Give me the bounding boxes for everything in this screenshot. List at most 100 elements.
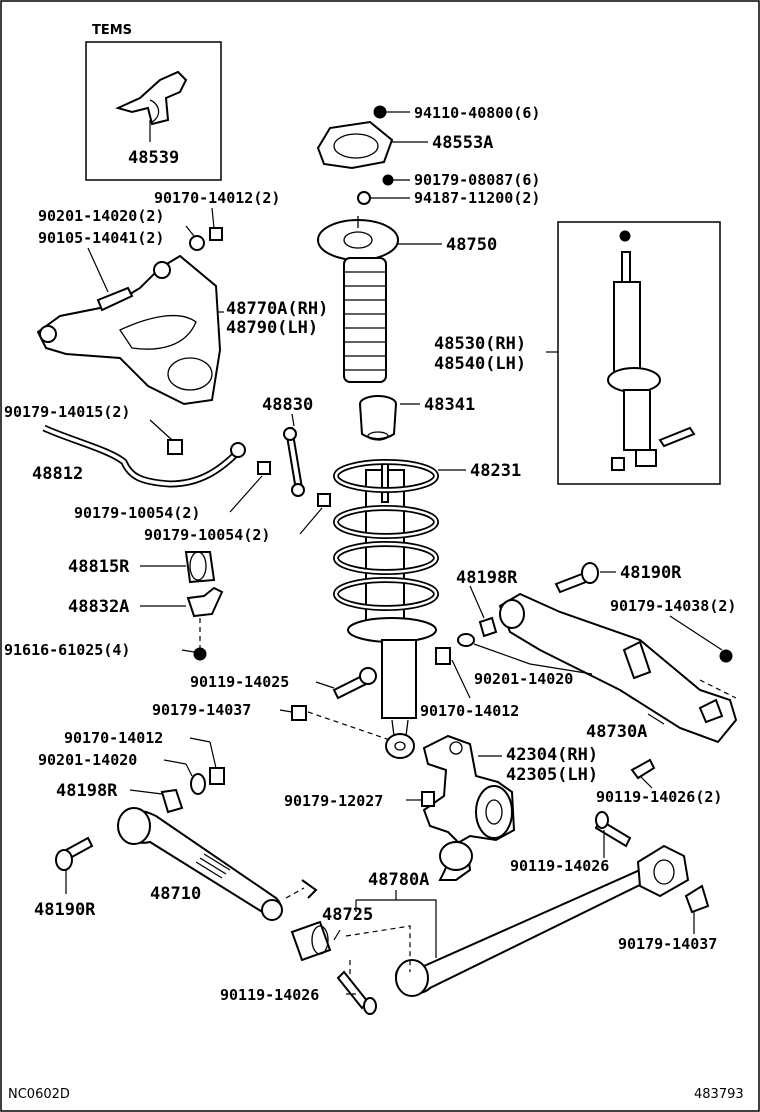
label-42305: 42305(LH) — [506, 765, 598, 785]
label-48190R-a: 48190R — [620, 563, 682, 583]
bushing-48725 — [290, 920, 332, 962]
label-42304: 42304(RH) — [506, 745, 598, 765]
left-bushings: 48815R 48832A 91616-61025(4) — [4, 551, 224, 661]
washer-90201-b — [457, 633, 475, 647]
upper-arm-assembly: 90170-14012(2) 90201-14020(2) 90105-1404… — [36, 189, 328, 406]
left-lower-parts: 90170-14012 90201-14020 48198R — [38, 729, 225, 814]
bushing-48198R-a — [478, 616, 498, 638]
coil-spring-strut: 48231 — [333, 459, 521, 759]
label-48832A: 48832A — [68, 597, 129, 617]
label-90170-14012-b: 90170-14012 — [420, 702, 519, 720]
dust-boot — [343, 257, 387, 383]
lower-arm-48730A: 48198R 48190R 90179-14038(2) 90201-14020… — [420, 562, 738, 744]
label-90201-14020-c: 90201-14020 — [38, 751, 137, 769]
bracket-48832A — [186, 586, 224, 618]
arm-48780A-body — [394, 868, 652, 995]
label-90119-14026-a: 90119-14026(2) — [596, 788, 722, 806]
label-48341: 48341 — [424, 395, 475, 415]
bushing-48815R — [184, 551, 216, 584]
nut-90179-10054-b — [317, 493, 331, 507]
label-48540: 48540(LH) — [434, 354, 526, 374]
stabilizer-assembly: 90179-14015(2) 48812 48830 90179-10054(2… — [4, 395, 331, 544]
nut-90170-a — [209, 227, 223, 241]
bolt-90105 — [96, 286, 134, 312]
washer-90201-c — [190, 773, 206, 795]
label-48231: 48231 — [470, 461, 521, 481]
label-94187: 94187-11200(2) — [414, 189, 540, 207]
label-90119-14026-c: 90119-14026 — [220, 986, 319, 1004]
label-90179-14038: 90179-14038(2) — [610, 597, 736, 615]
label-48780A: 48780A — [368, 870, 429, 890]
label-48530: 48530(RH) — [434, 334, 526, 354]
nut-90170-14012-c — [209, 767, 225, 785]
knuckle-42304: 42304(RH) 42305(LH) 90179-12027 — [284, 734, 598, 881]
label-90179-10054-a: 90179-10054(2) — [74, 504, 200, 522]
upper-support-48750: 48750 — [317, 216, 497, 383]
label-90201-14020-b: 90201-14020 — [474, 670, 573, 688]
label-48770A: 48770A(RH) — [226, 299, 328, 319]
trailing-arm-48780A: 48780A 48725 90179-14037 90119-14026 — [220, 844, 717, 1015]
inset-box — [85, 41, 222, 181]
label-90119-14025: 90119-14025 — [190, 673, 289, 691]
label-48190R-b: 48190R — [34, 900, 96, 920]
label-90201-14020-a: 90201-14020(2) — [38, 207, 164, 225]
nut-90179-14037-b — [684, 884, 710, 914]
footer-right-code: 483793 — [694, 1087, 744, 1102]
arm-body-48730A — [498, 592, 738, 744]
label-90179-08087: 90179-08087(6) — [414, 171, 540, 189]
stabilizer-bar-48812 — [43, 426, 240, 486]
coil-spring-48231 — [334, 578, 438, 610]
nut-90179-14038 — [719, 649, 733, 663]
bracket-48539 — [115, 70, 188, 126]
label-48750: 48750 — [446, 235, 497, 255]
nut-90179-14015 — [167, 439, 183, 455]
label-90170-14012-a: 90170-14012(2) — [154, 189, 280, 207]
label-90179-14037-a: 90179-14037 — [152, 701, 251, 719]
strut-bottom-bolts: 90119-14025 90179-14037 — [152, 667, 391, 741]
shock-body — [613, 281, 641, 373]
label-90179-14015: 90179-14015(2) — [4, 403, 130, 421]
label-48730A: 48730A — [586, 722, 647, 742]
bushing-48198R-b — [160, 788, 184, 814]
bump-stopper-48341: 48341 — [359, 395, 475, 441]
label-94110: 94110-40800(6) — [414, 104, 540, 122]
shock-inset-box — [557, 221, 721, 485]
label-90105-14041: 90105-14041(2) — [38, 229, 164, 247]
tems-inset: TEMS 48539 — [85, 23, 222, 181]
label-48830: 48830 — [262, 395, 313, 415]
label-90179-12027: 90179-12027 — [284, 792, 383, 810]
bolt-91616 — [193, 647, 207, 661]
shock-bolt — [658, 426, 696, 448]
plate-48553A — [316, 120, 394, 170]
label-91616: 91616-61025(4) — [4, 641, 130, 659]
lower-arm-48710: 48710 48190R — [34, 807, 318, 921]
bolt-90119-14026-a — [630, 758, 656, 780]
label-48790: 48790(LH) — [226, 318, 318, 338]
nut-90170-14012-b — [435, 647, 451, 665]
nut-90179-14037-a — [291, 705, 307, 721]
right-lower-bolts: 90119-14026(2) 90119-14026 — [510, 758, 722, 875]
label-48198R-a: 48198R — [456, 568, 518, 588]
label-48553A: 48553A — [432, 133, 493, 153]
shock-absorber-inset: 48530(RH) 48540(LH) — [434, 221, 721, 485]
label-48815R: 48815R — [68, 557, 130, 577]
label-48710: 48710 — [150, 884, 201, 904]
bolt-90119-14026-c — [336, 970, 370, 1010]
label-90170-14012-c: 90170-14012 — [64, 729, 163, 747]
upper-arm-48770A — [36, 254, 222, 406]
nut-90179-10054-a — [257, 461, 271, 475]
washer-90201-a — [189, 235, 205, 251]
label-90119-14026-b: 90119-14026 — [510, 857, 609, 875]
label-48198R-b: 48198R — [56, 781, 118, 801]
nut-90179-12027 — [421, 791, 435, 807]
label-48725: 48725 — [322, 905, 373, 925]
label-90179-14037-b: 90179-14037 — [618, 935, 717, 953]
label-90179-10054-b: 90179-10054(2) — [144, 526, 270, 544]
inset-title: TEMS — [92, 23, 132, 38]
footer-left-code: NC0602D — [8, 1087, 70, 1102]
strut-lower — [381, 639, 417, 719]
label-48539: 48539 — [128, 148, 179, 168]
